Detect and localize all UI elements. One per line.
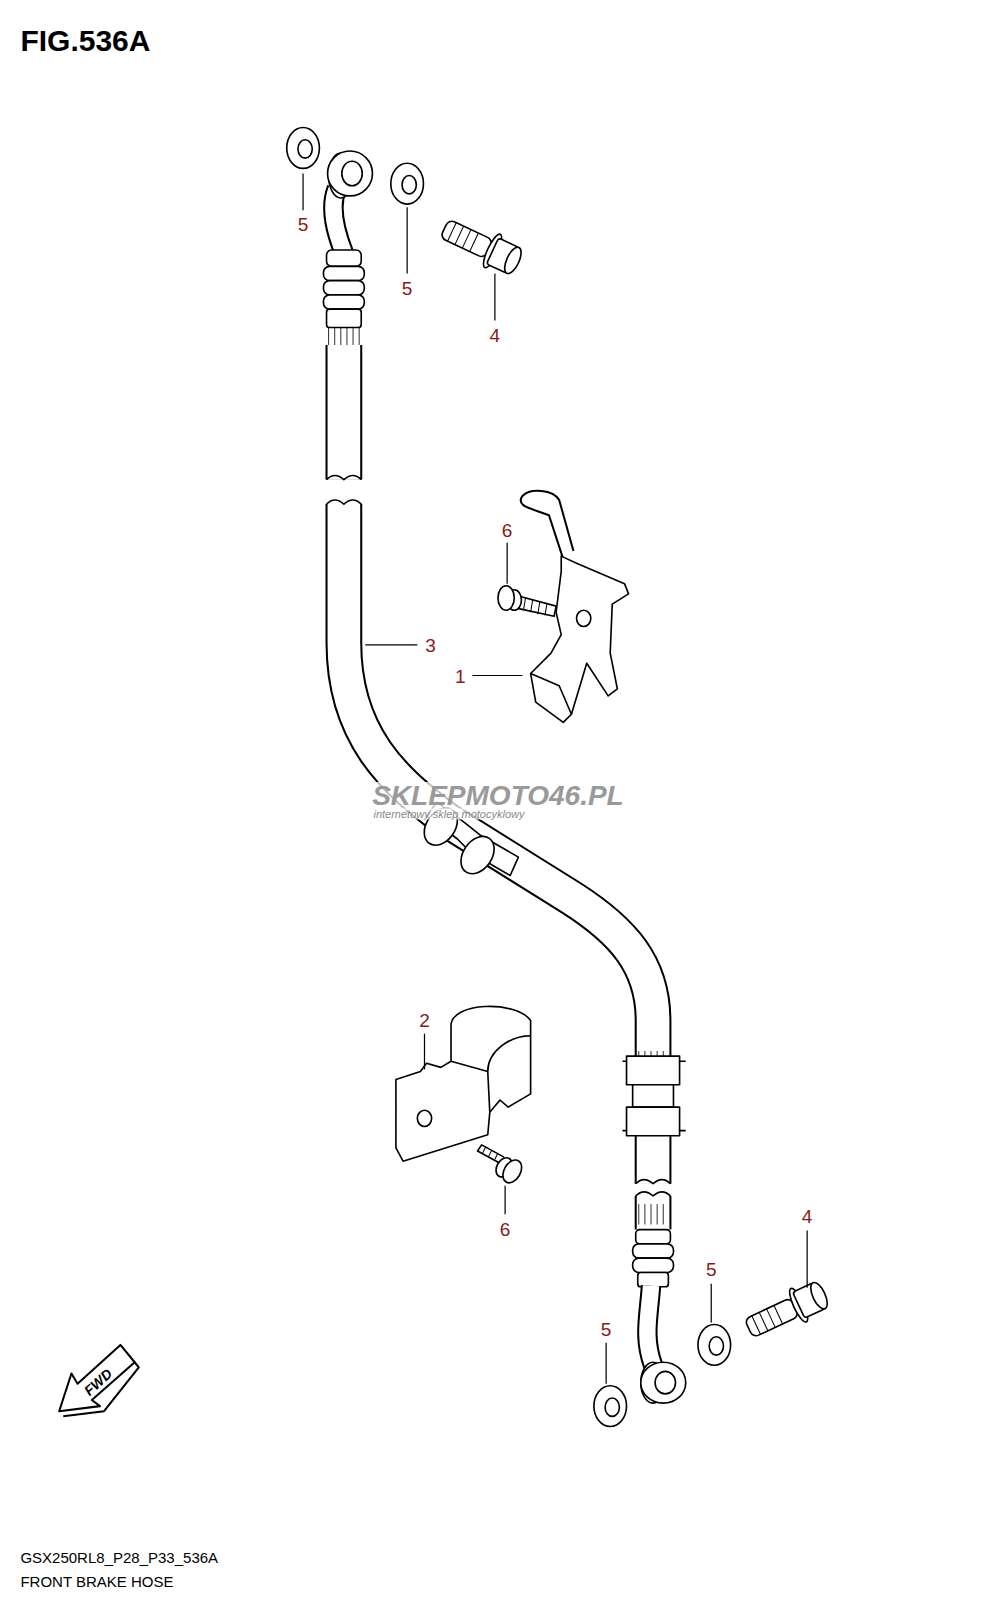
callout-number: 5 (298, 215, 309, 234)
direction-label: FWD (81, 1366, 114, 1398)
callout-number: 6 (500, 1219, 511, 1238)
callout-number: 5 (601, 1319, 612, 1338)
callout-number: 6 (502, 520, 513, 539)
callout-number: 4 (490, 325, 501, 344)
hose-grommet (622, 1056, 685, 1136)
figure-title: FIG.536A (20, 26, 150, 56)
model-code: GSX250RL8_P28_P33_536A (20, 1550, 218, 1565)
callout-number: 5 (402, 278, 413, 297)
banjo-fitting (323, 151, 372, 347)
brake-hose (327, 345, 671, 1230)
callout-number: 4 (802, 1207, 813, 1226)
watermark: SKLEPMOTO46.PL (370, 782, 626, 810)
callout-number: 1 (455, 666, 466, 685)
screw (478, 1145, 526, 1186)
callout-number: 5 (706, 1260, 717, 1279)
figure-caption: FRONT BRAKE HOSE (20, 1573, 173, 1588)
callout-number: 3 (425, 635, 436, 654)
washer (287, 128, 320, 169)
callout-number: 2 (419, 1011, 430, 1030)
washer (391, 163, 424, 204)
hose-bracket (396, 1006, 531, 1161)
watermark: internetowy sklep motocyklowy (371, 809, 526, 820)
screw (498, 586, 556, 617)
banjo-fitting (633, 1230, 686, 1403)
leader-lines (303, 173, 807, 1383)
washer (594, 1386, 627, 1427)
washer (698, 1324, 731, 1365)
union-bolt (741, 1276, 832, 1345)
forward-arrow (59, 1345, 139, 1416)
union-bolt (437, 212, 527, 280)
